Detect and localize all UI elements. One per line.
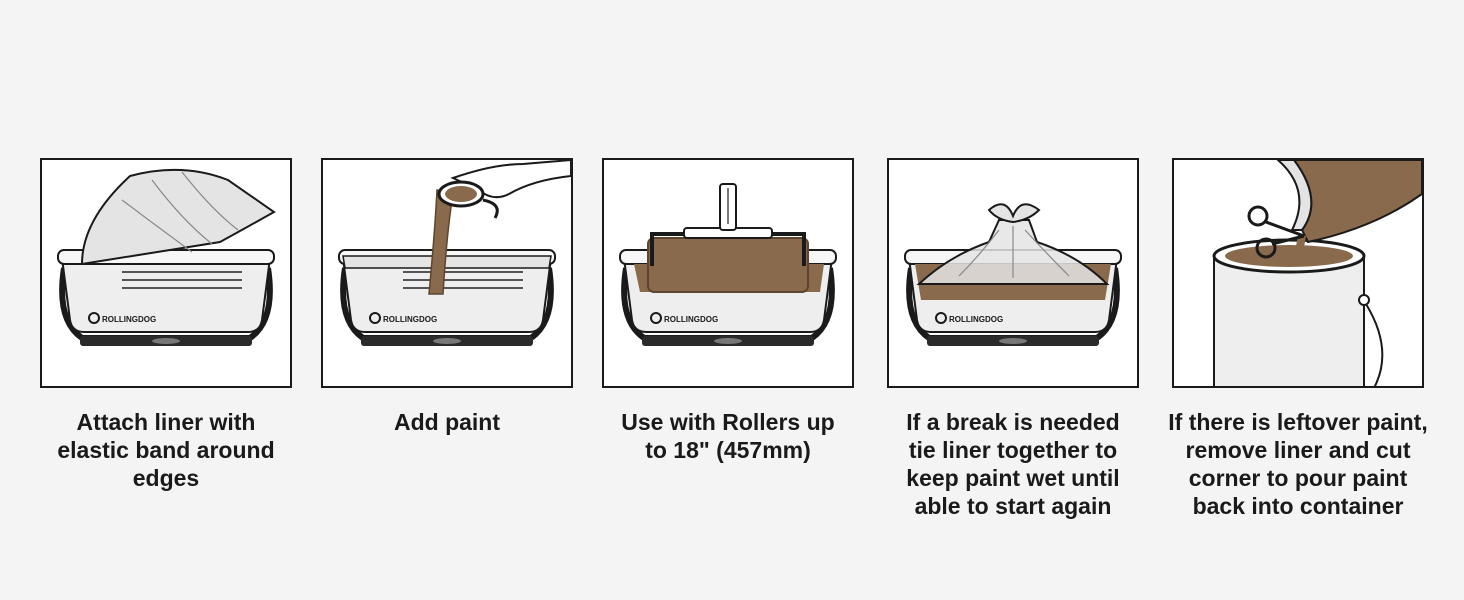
caption-line: to 18" (457mm) [645, 437, 811, 463]
caption-line: corner to pour paint [1188, 465, 1408, 491]
caption-line: Add paint [393, 409, 501, 435]
logo-text: ROLLINGDOG [664, 315, 718, 324]
step-1-caption: Attach liner with elastic band around ed… [16, 408, 316, 492]
step-1: ROLLINGDOG Attach liner with elastic ban… [40, 158, 292, 492]
caption-line: Attach liner with [76, 409, 256, 435]
step-2-caption: Add paint [297, 408, 597, 436]
caption-line: tie liner together to [908, 437, 1118, 463]
step-4: ROLLINGDOG If a break is needed tie line… [887, 158, 1139, 520]
paint-can-scissors-icon [1212, 160, 1422, 386]
tray-liner-icon: ROLLINGDOG [42, 168, 290, 386]
logo-text: ROLLINGDOG [383, 315, 437, 324]
caption-line: If there is leftover paint, [1168, 409, 1428, 435]
caption-line: edges [132, 465, 200, 491]
step-3-caption: Use with Rollers up to 18" (457mm) [578, 408, 878, 464]
pour-paint-icon: ROLLINGDOG [323, 160, 571, 386]
roller-frame-icon: ROLLINGDOG [604, 183, 852, 386]
caption-line: back into container [1192, 493, 1404, 519]
logo-text: ROLLINGDOG [102, 315, 156, 324]
step-5-panel [1172, 158, 1424, 388]
step-5-caption: If there is leftover paint, remove liner… [1148, 408, 1448, 520]
caption-line: If a break is needed [906, 409, 1120, 435]
caption-line: able to start again [914, 493, 1112, 519]
tied-liner-icon: ROLLINGDOG [889, 203, 1137, 386]
step-1-panel: ROLLINGDOG [40, 158, 292, 388]
step-4-caption: If a break is needed tie liner together … [863, 408, 1163, 520]
logo-text: ROLLINGDOG [949, 315, 1003, 324]
caption-line: remove liner and cut [1185, 437, 1411, 463]
step-3: ROLLINGDOG Use with Rollers up to 18" (4… [602, 158, 854, 464]
step-2: ROLLINGDOG Add paint [321, 158, 573, 436]
caption-line: keep paint wet until [906, 465, 1120, 491]
caption-line: Use with Rollers up [621, 409, 835, 435]
caption-line: elastic band around [57, 437, 275, 463]
step-2-panel: ROLLINGDOG [321, 158, 573, 388]
step-4-panel: ROLLINGDOG [887, 158, 1139, 388]
step-5: If there is leftover paint, remove liner… [1168, 158, 1428, 520]
step-3-panel: ROLLINGDOG [602, 158, 854, 388]
